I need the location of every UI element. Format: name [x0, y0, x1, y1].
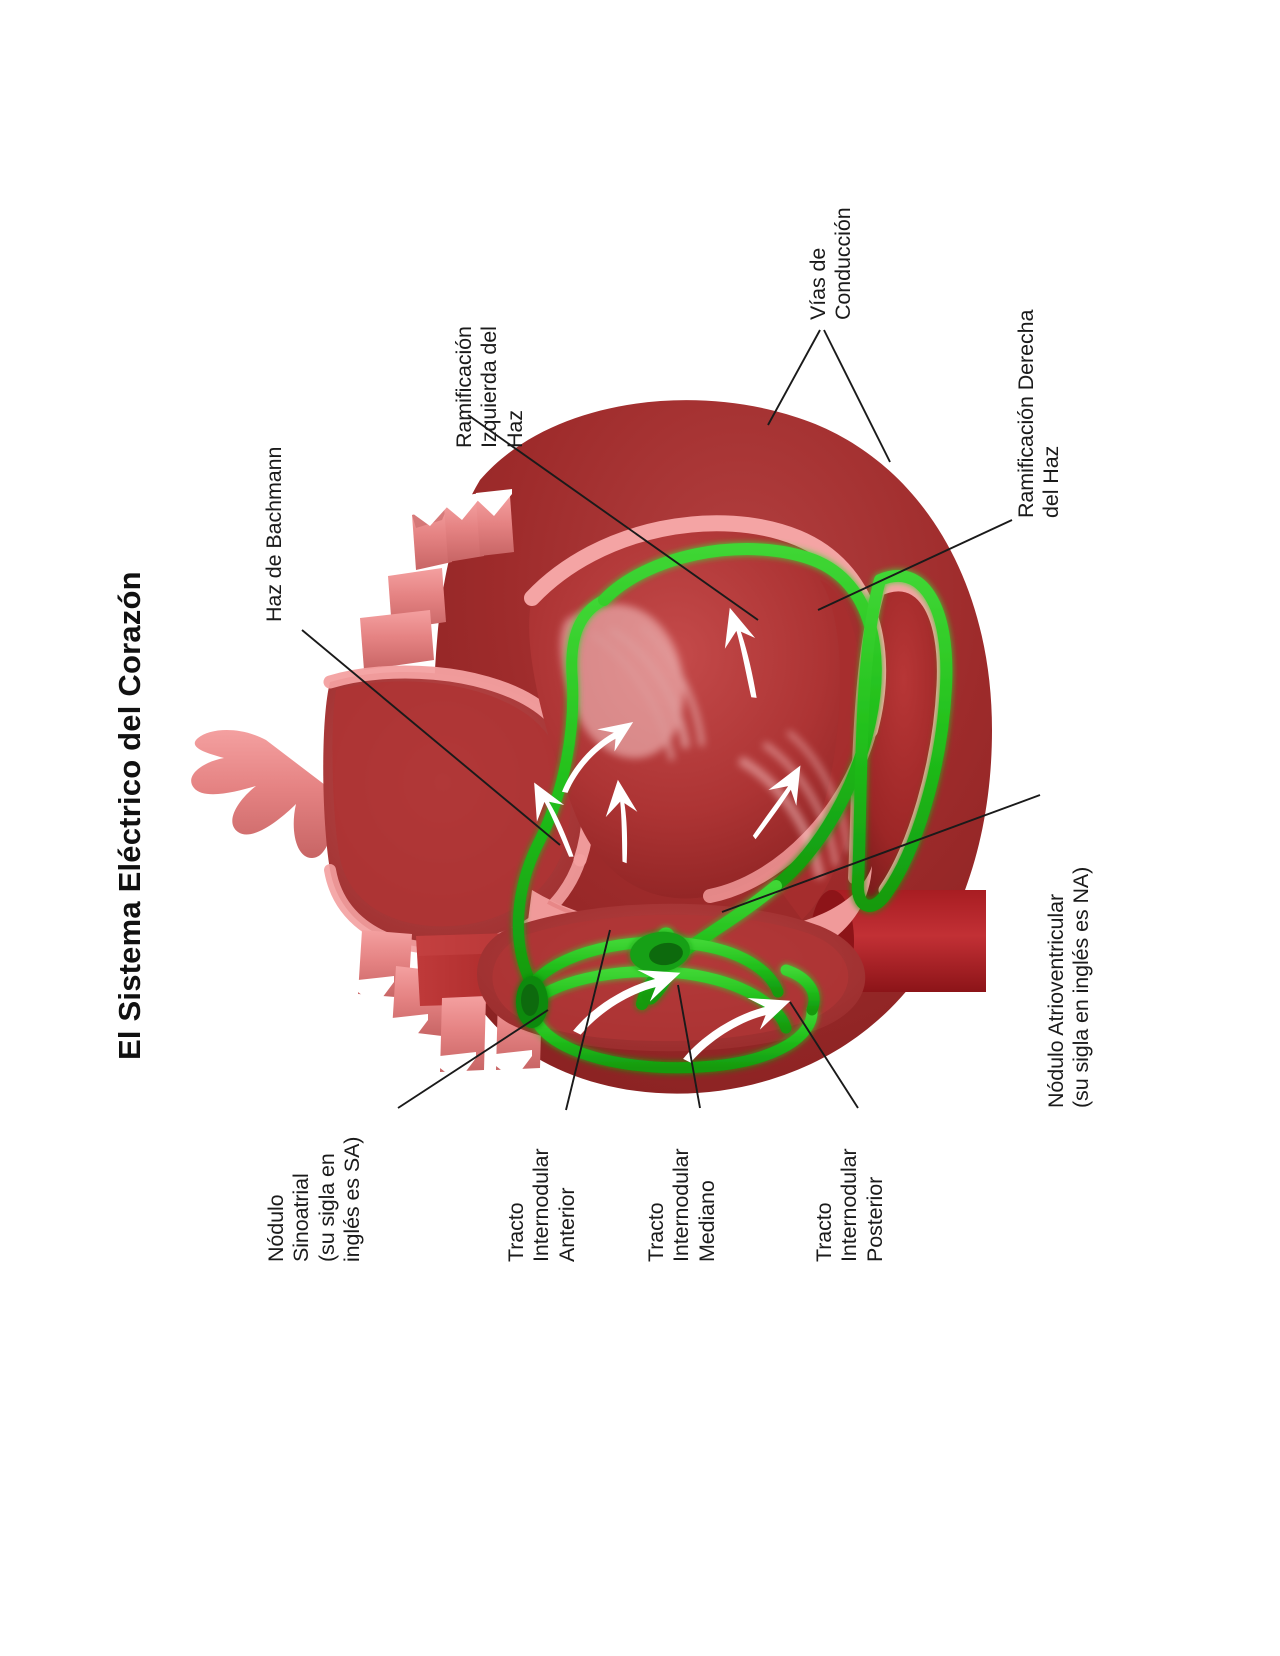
label-nodulo-atrioventricular: Nódulo Atrioventricular (su sigla en ing…	[1044, 866, 1094, 1108]
atrioventricular-node	[630, 931, 690, 973]
page-title: El Sistema Eléctrico del Corazón	[112, 571, 147, 1060]
label-tracto-internodular-mediano: Tracto Internodular Mediano	[644, 1148, 719, 1262]
label-nodulo-sinoatrial: Nódulo Sinoatrial (su sigla en inglés es…	[264, 1136, 365, 1262]
arrow-atrial-1	[573, 969, 681, 1035]
arrow-septum	[605, 779, 638, 864]
heart-illustration: Corte frontal del corazón mostrando el s…	[180, 330, 1010, 1120]
arrow-atrial-2	[683, 997, 791, 1063]
bachmann-bundle	[512, 594, 610, 991]
label-ramificacion-izquierda-del-haz: Ramificación Izquierda del Haz	[452, 326, 527, 448]
label-ramificacion-derecha-del-haz: Ramificación Derecha del Haz	[1014, 309, 1064, 518]
label-tracto-internodular-anterior: Tracto Internodular Anterior	[504, 1148, 579, 1262]
arrow-lv-lateral	[724, 607, 757, 698]
sinoatrial-node	[516, 976, 548, 1028]
label-tracto-internodular-posterior: Tracto Internodular Posterior	[812, 1148, 887, 1262]
label-haz-de-bachmann: Haz de Bachmann	[262, 446, 286, 622]
arrow-la-upper	[561, 722, 634, 793]
label-vias-de-conduccion: Vías de Conducción	[806, 207, 856, 320]
